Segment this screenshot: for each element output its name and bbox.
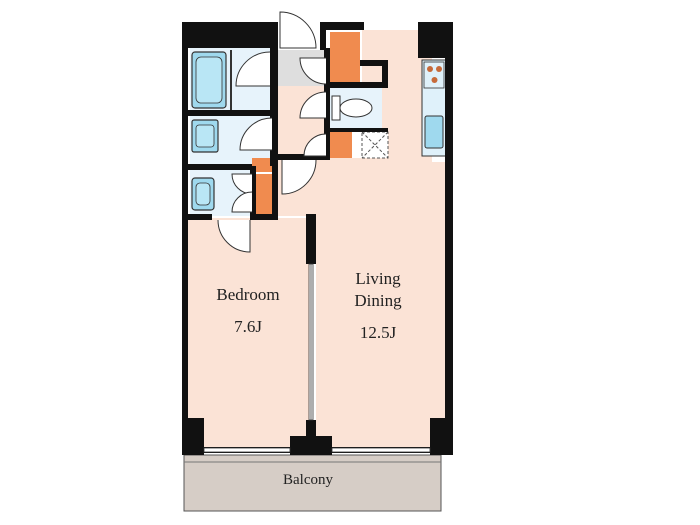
- laundry-door: [231, 191, 253, 213]
- shoe-closet: [330, 32, 360, 82]
- bath-partition: [230, 50, 232, 110]
- front-door: [279, 11, 317, 49]
- bedroom-floor: [188, 218, 310, 447]
- toilet-tank: [331, 95, 341, 121]
- bathtub-basin: [195, 56, 223, 104]
- living-name-line1: Living: [355, 269, 401, 288]
- washroom-door: [239, 117, 273, 151]
- kitchen-sink: [424, 115, 444, 149]
- doors: [217, 11, 327, 253]
- living-window: [331, 447, 431, 453]
- pipe-space-cross: [361, 131, 389, 159]
- bedroom-closet: [256, 174, 274, 214]
- stove-burner: [431, 77, 438, 83]
- bedroom-size: 7.6J: [234, 317, 262, 336]
- hall-closet: [330, 132, 352, 158]
- stove-area: [423, 61, 445, 89]
- balcony-area: [183, 454, 442, 512]
- toilet-bowl: [339, 98, 373, 118]
- living-dining-floor: [278, 30, 445, 447]
- bedroom-name: Bedroom: [216, 285, 279, 304]
- bedroom-door: [217, 219, 251, 253]
- stove-burner: [436, 66, 442, 72]
- living-size: 12.5J: [360, 323, 397, 342]
- bedroom-closet-upper: [252, 158, 274, 172]
- bath-door: [235, 51, 271, 87]
- living-door: [281, 159, 317, 195]
- balcony-name: Balcony: [283, 472, 333, 488]
- wash-basin-bowl: [195, 124, 215, 148]
- closet-door: [299, 57, 327, 85]
- washing-machine-drum: [195, 182, 211, 206]
- stove-burner: [427, 66, 433, 72]
- hall-closet-door: [303, 133, 327, 157]
- bedroom-window: [203, 447, 291, 453]
- living-name-line2: Dining: [354, 291, 402, 310]
- toilet-door: [299, 91, 327, 119]
- walls: [182, 22, 453, 455]
- pipe-space-cross: [361, 131, 389, 159]
